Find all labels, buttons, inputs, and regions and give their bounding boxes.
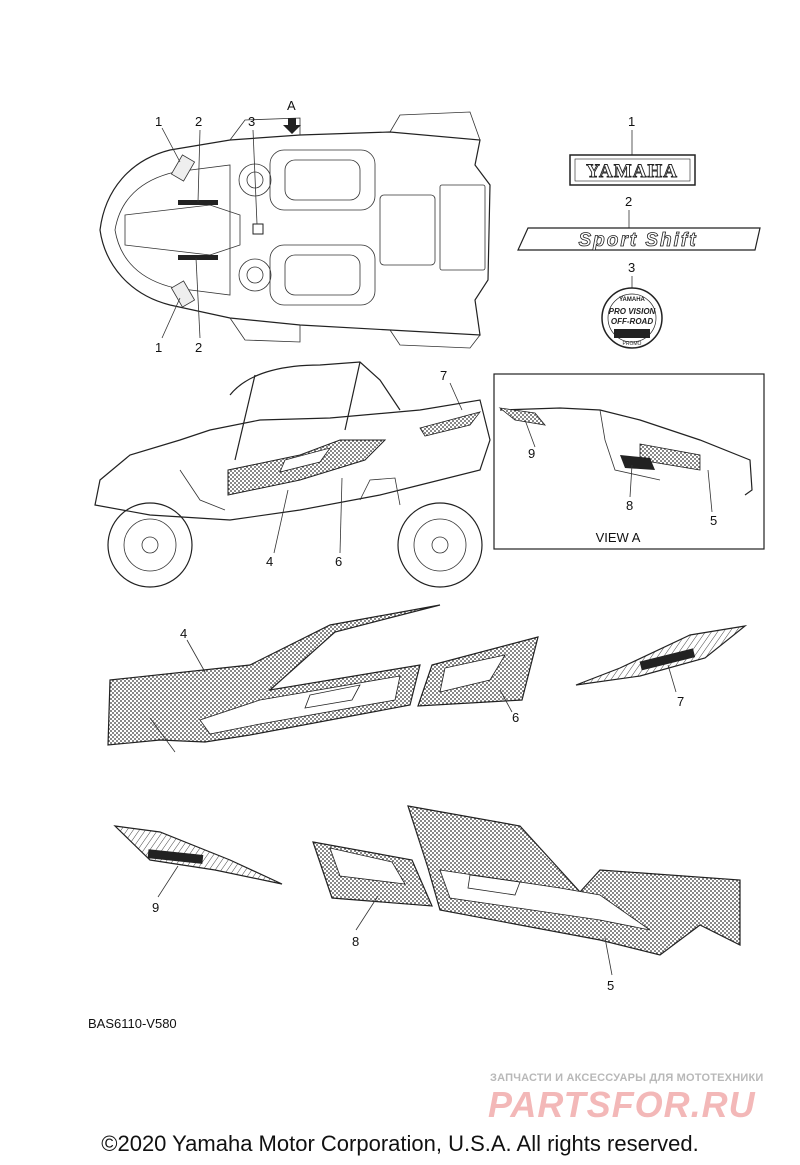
decal-set-lower: 9 8 5 <box>113 805 741 993</box>
callout-4-side: 4 <box>266 554 273 569</box>
callout-7-decal: 7 <box>677 694 684 709</box>
callout-2-top: 2 <box>195 114 202 129</box>
callout-8-viewa: 8 <box>626 498 633 513</box>
vehicle-side-view: 7 4 6 <box>94 361 491 588</box>
vehicle-top-view: 1 2 3 A 1 2 <box>99 98 491 355</box>
view-a-inset: 9 8 5 VIEW A <box>493 373 765 550</box>
badge-top-text: YAMAHA <box>619 297 645 303</box>
badge-bottom-text: PROMO <box>623 341 642 347</box>
view-a-arrow-label: A <box>287 98 296 113</box>
diagram-code: BAS6110-V580 <box>88 1016 177 1031</box>
callout-4-decal: 4 <box>180 626 187 641</box>
yamaha-decal-text: YAMAHA <box>586 161 678 182</box>
callout-6-side: 6 <box>335 554 342 569</box>
callout-3-top: 3 <box>248 114 255 129</box>
callout-6-decal: 6 <box>512 710 519 725</box>
badge-mid-text-1: PRO VISION <box>609 307 656 316</box>
copyright-notice: ©2020 Yamaha Motor Corporation, U.S.A. A… <box>101 1131 699 1156</box>
watermark-logo: PARTSFOR.RU <box>488 1084 756 1125</box>
callout-9-decal: 9 <box>152 900 159 915</box>
callout-1-bottom: 1 <box>155 340 162 355</box>
emblem-group: 1 YAMAHA 2 Sport Shift 3 YAMAHA PRO VISI… <box>517 114 761 349</box>
view-a-label: VIEW A <box>596 530 641 545</box>
callout-emblem-3: 3 <box>628 260 635 275</box>
callout-5-decal: 5 <box>607 978 614 993</box>
callout-emblem-1: 1 <box>628 114 635 129</box>
callout-8-decal: 8 <box>352 934 359 949</box>
callout-emblem-2: 2 <box>625 194 632 209</box>
badge-mid-text-2: OFF-ROAD <box>611 317 653 326</box>
decal-set-upper: 4 6 7 <box>107 604 748 753</box>
watermark-tagline: ЗАПЧАСТИ И АКСЕССУАРЫ ДЛЯ МОТОТЕХНИКИ <box>490 1072 764 1084</box>
callout-9-viewa: 9 <box>528 446 535 461</box>
callout-7-side: 7 <box>440 368 447 383</box>
callout-5-viewa: 5 <box>710 513 717 528</box>
sport-shift-decal-text: Sport Shift <box>578 230 697 251</box>
callout-2-bottom: 2 <box>195 340 202 355</box>
callout-1-top: 1 <box>155 114 162 129</box>
